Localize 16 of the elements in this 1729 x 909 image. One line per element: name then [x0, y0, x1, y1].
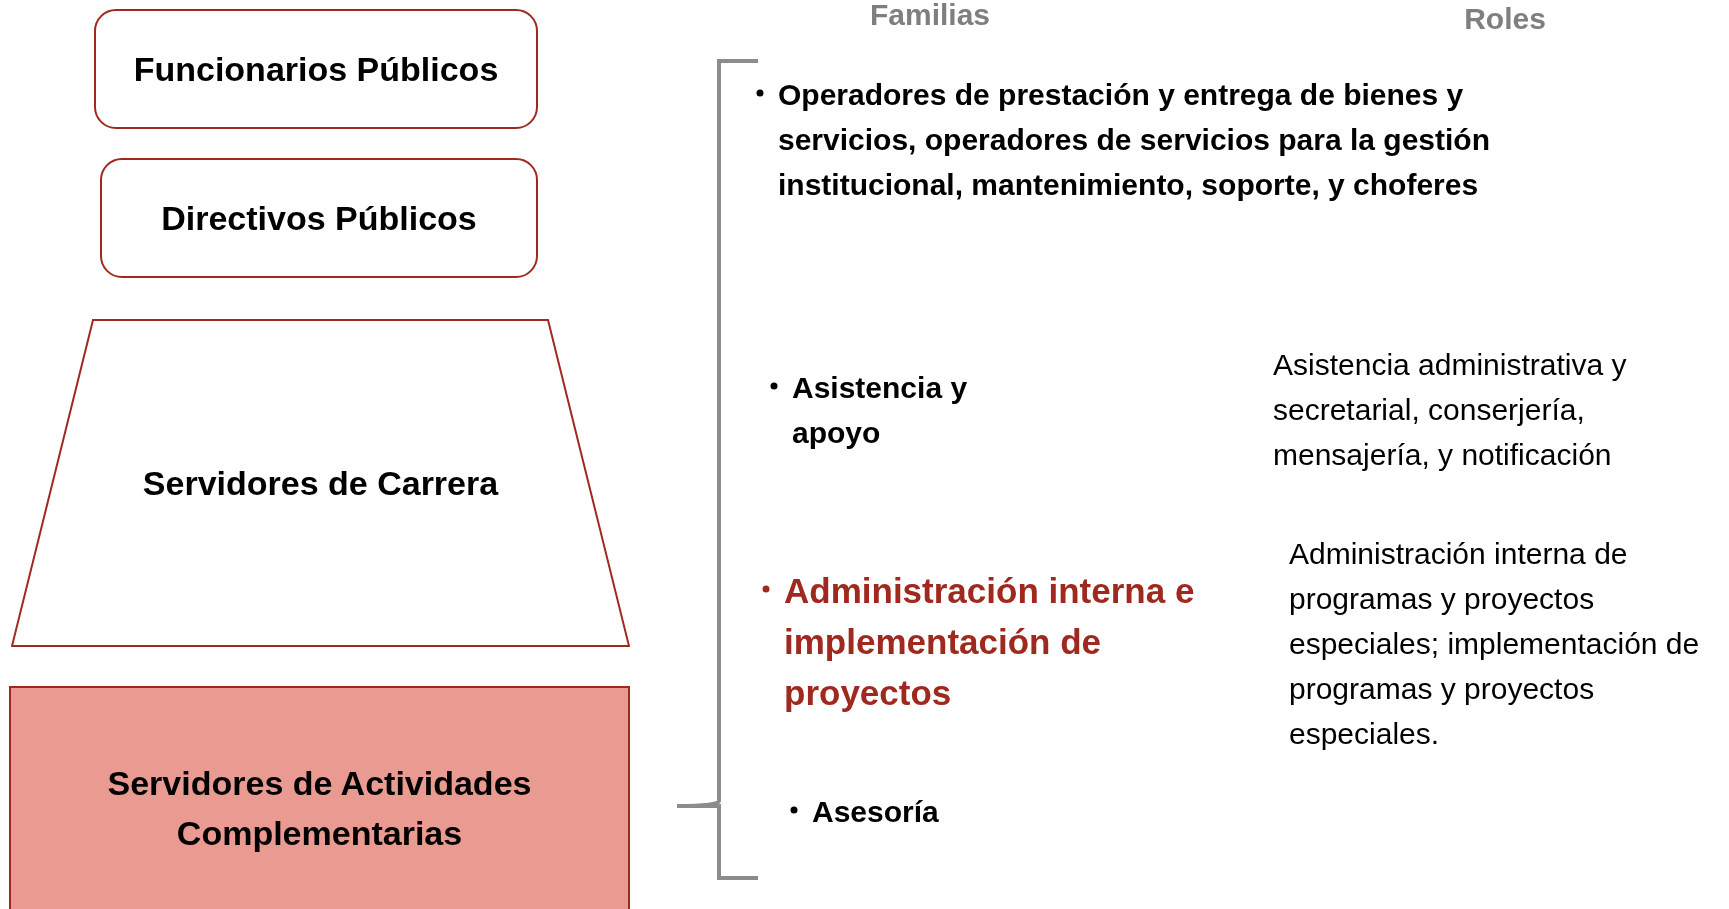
category-title: Servidores de Carrera [141, 463, 500, 504]
highlighted-box [9, 686, 630, 909]
category-title: Directivos Públicos [160, 198, 478, 239]
category-title: Servidores de Actividades Complementarias [106, 763, 533, 854]
family-item: Operadores de prestación y entrega de bienes y servicios, operadores de servicios para la gestión institucional, mantenimiento, soporte, y choferes [778, 77, 1491, 203]
role-description: Administración interna de programas y proyectos especiales; implementación de programas y proyectos especiales. [1289, 536, 1701, 752]
category-title: Funcionarios Públicos [132, 49, 500, 90]
family-item: Administración interna e implementación de proyectos [784, 570, 1196, 714]
family-item: Asesoría [812, 794, 940, 830]
role-description: Asistencia administrativa y secretarial, conserjería, mensajería, y notificación [1273, 347, 1628, 473]
category-box [100, 158, 538, 278]
trapezoid-shape [11, 319, 630, 647]
family-item: Asistencia y apoyo [792, 370, 969, 451]
column-heading: Familias [868, 0, 992, 33]
category-box [94, 9, 538, 129]
column-heading: Roles [1463, 1, 1547, 37]
